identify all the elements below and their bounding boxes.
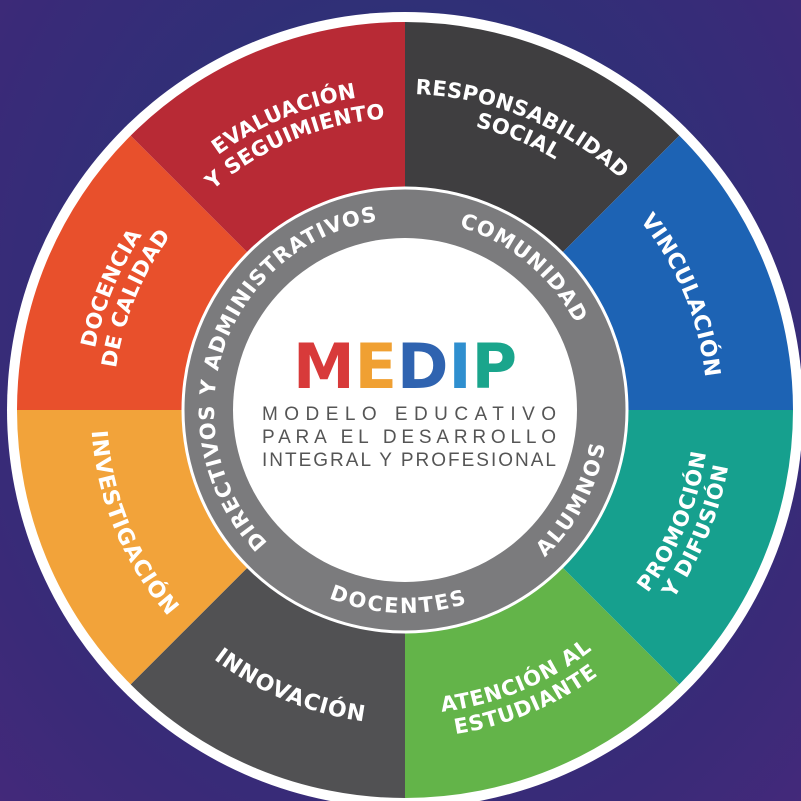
subtitle-line-2: PARA EL DESARROLLO	[262, 427, 558, 448]
segment-investigacion	[17, 410, 249, 685]
subtitle-line-1: MODELO EDUCATIVO	[262, 404, 558, 425]
inner-ring-edge	[181, 186, 629, 634]
segment-innovacion	[130, 566, 405, 798]
segment-responsabilidad-social	[405, 22, 680, 254]
segment-docencia-de-calidad	[17, 135, 249, 410]
logo-letter-d: D	[397, 330, 448, 403]
subtitle-line-3: INTEGRAL Y PROFESIONAL	[262, 450, 558, 471]
logo-letter-m: M	[293, 330, 355, 403]
segment-atencion-al-estudiante	[405, 566, 680, 798]
logo-letter-i: I	[449, 330, 472, 403]
center-disc	[233, 238, 577, 582]
outer-segments: RESPONSABILIDADSOCIALVINCULACIÓNPROMOCIÓ…	[17, 22, 793, 798]
segment-promocion-y-difusion	[561, 410, 793, 685]
medip-logo: MEDIP	[293, 330, 517, 403]
segment-evaluacion-y-seguimiento	[130, 22, 405, 254]
segment-vinculacion	[561, 135, 793, 410]
logo-letter-p: P	[472, 330, 517, 403]
logo-letter-e: E	[355, 330, 397, 403]
